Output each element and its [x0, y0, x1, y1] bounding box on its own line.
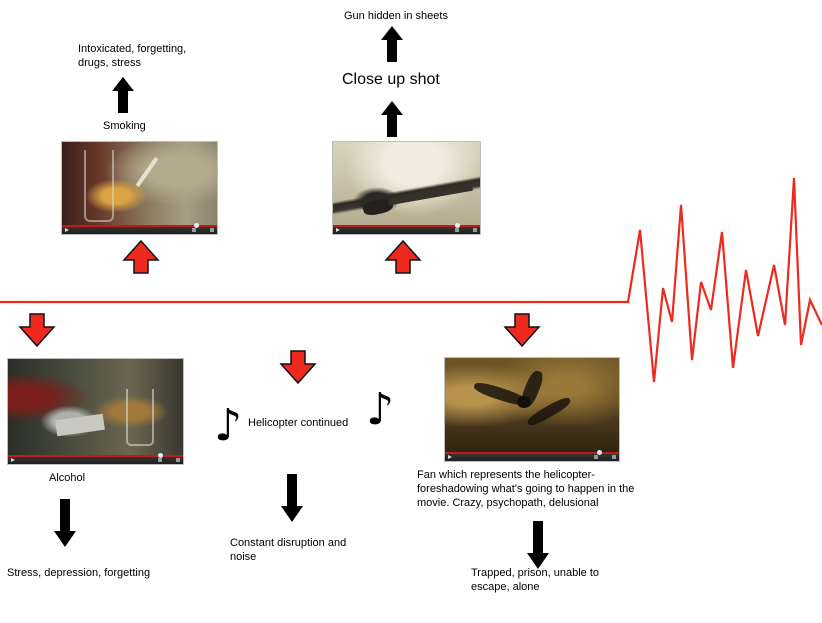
video-frame [333, 142, 480, 225]
play-icon[interactable] [65, 228, 69, 232]
play-icon[interactable] [448, 455, 452, 459]
scrubber-knob[interactable] [597, 450, 602, 455]
black-arrow-down-icon [281, 474, 303, 522]
play-icon[interactable] [11, 458, 15, 462]
red-arrow-up-icon [385, 240, 421, 274]
red-arrow-down-icon [19, 313, 55, 347]
label-close-up: Close up shot [342, 71, 440, 88]
scrubber-knob[interactable] [158, 453, 163, 458]
black-arrow-up-icon [381, 101, 403, 137]
video-frame [62, 142, 217, 225]
video-thumbnail-fan[interactable] [444, 357, 620, 462]
label-smoking: Smoking [103, 120, 146, 132]
black-arrow-down-icon [527, 521, 549, 569]
scrubber-knob[interactable] [455, 223, 460, 228]
video-controls[interactable] [8, 453, 183, 464]
label-disruption: Constant disruption and noise [230, 537, 347, 563]
video-frame [8, 359, 183, 455]
red-arrow-up-icon [123, 240, 159, 274]
black-arrow-up-icon [381, 26, 403, 62]
label-intoxicated: Intoxicated, forgetting, drugs, stress [78, 43, 187, 69]
black-arrow-up-icon [112, 77, 134, 113]
video-thumbnail-gun[interactable] [332, 141, 481, 235]
timeline-line [0, 177, 822, 383]
play-icon[interactable] [336, 228, 340, 232]
scrubber-knob[interactable] [194, 223, 199, 228]
video-frame [445, 358, 619, 452]
music-note-icon: ♪ [214, 400, 243, 451]
red-arrow-down-icon [504, 313, 540, 347]
video-thumbnail-smoking[interactable] [61, 141, 218, 235]
label-alcohol: Alcohol [49, 472, 86, 484]
video-controls[interactable] [333, 223, 480, 234]
music-note-icon: ♪ [366, 384, 395, 435]
label-trapped: Trapped, prison, unable to escape, alone [471, 567, 600, 593]
video-thumbnail-alcohol[interactable] [7, 358, 184, 465]
label-fan: Fan which represents the helicopter- for… [417, 469, 635, 509]
red-arrow-down-icon [280, 350, 316, 384]
label-gun-hidden: Gun hidden in sheets [344, 10, 448, 22]
label-helicopter: Helicopter continued [248, 417, 349, 429]
label-stress: Stress, depression, forgetting [7, 567, 151, 579]
black-arrow-down-icon [54, 499, 76, 547]
video-controls[interactable] [62, 223, 217, 234]
video-controls[interactable] [445, 450, 619, 461]
